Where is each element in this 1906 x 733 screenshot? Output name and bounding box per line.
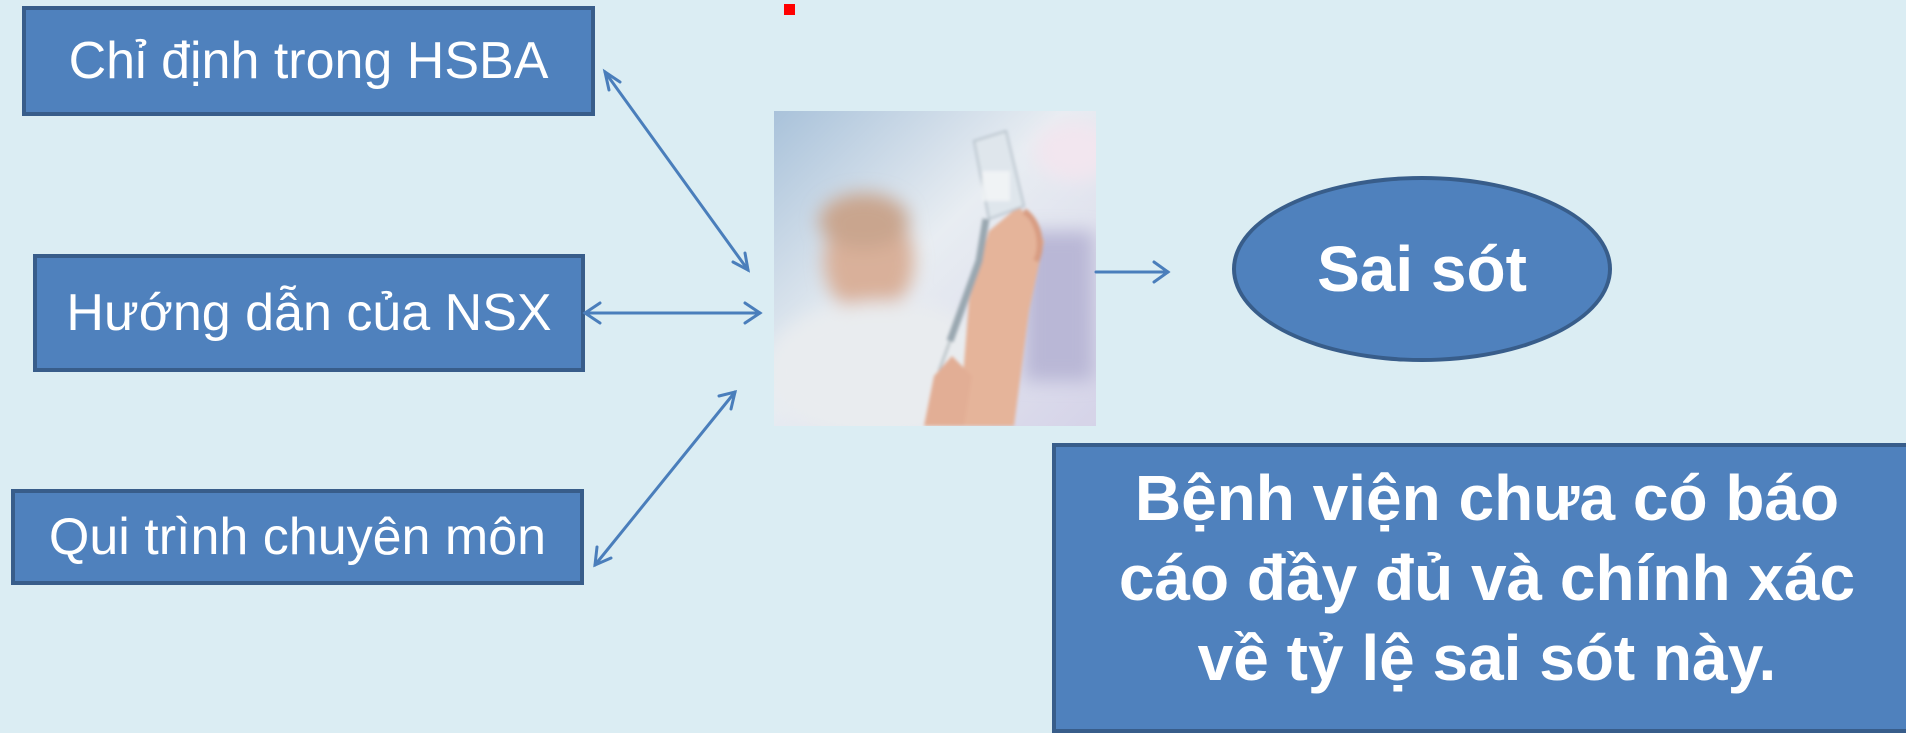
input-box-qtcm: Qui trình chuyên môn — [11, 489, 584, 585]
arrow-hsba-photo — [602, 68, 751, 273]
arrow-photo-result — [1094, 260, 1171, 284]
result-label: Sai sót — [1317, 233, 1527, 305]
note-line: cáo đầy đủ và chính xác — [1118, 542, 1856, 614]
injection-photo — [774, 111, 1096, 426]
note-line: Bệnh viện chưa có báo — [1134, 462, 1840, 534]
result-ellipse: Sai sót — [1232, 176, 1612, 362]
arrow-nsx-photo — [582, 301, 763, 325]
input-label-nsx: Hướng dẫn của NSX — [66, 284, 552, 342]
input-box-hsba: Chỉ định trong HSBA — [22, 6, 595, 116]
note-box: Bệnh viện chưa có báo cáo đầy đủ và chín… — [1052, 443, 1906, 733]
red-marker — [784, 4, 795, 15]
note-text: Bệnh viện chưa có báo cáo đầy đủ và chín… — [1119, 458, 1855, 698]
arrow-qtcm-photo — [593, 389, 738, 568]
input-label-hsba: Chỉ định trong HSBA — [68, 32, 549, 90]
note-line: về tỷ lệ sai sót này. — [1197, 622, 1777, 694]
input-label-qtcm: Qui trình chuyên môn — [48, 508, 547, 566]
